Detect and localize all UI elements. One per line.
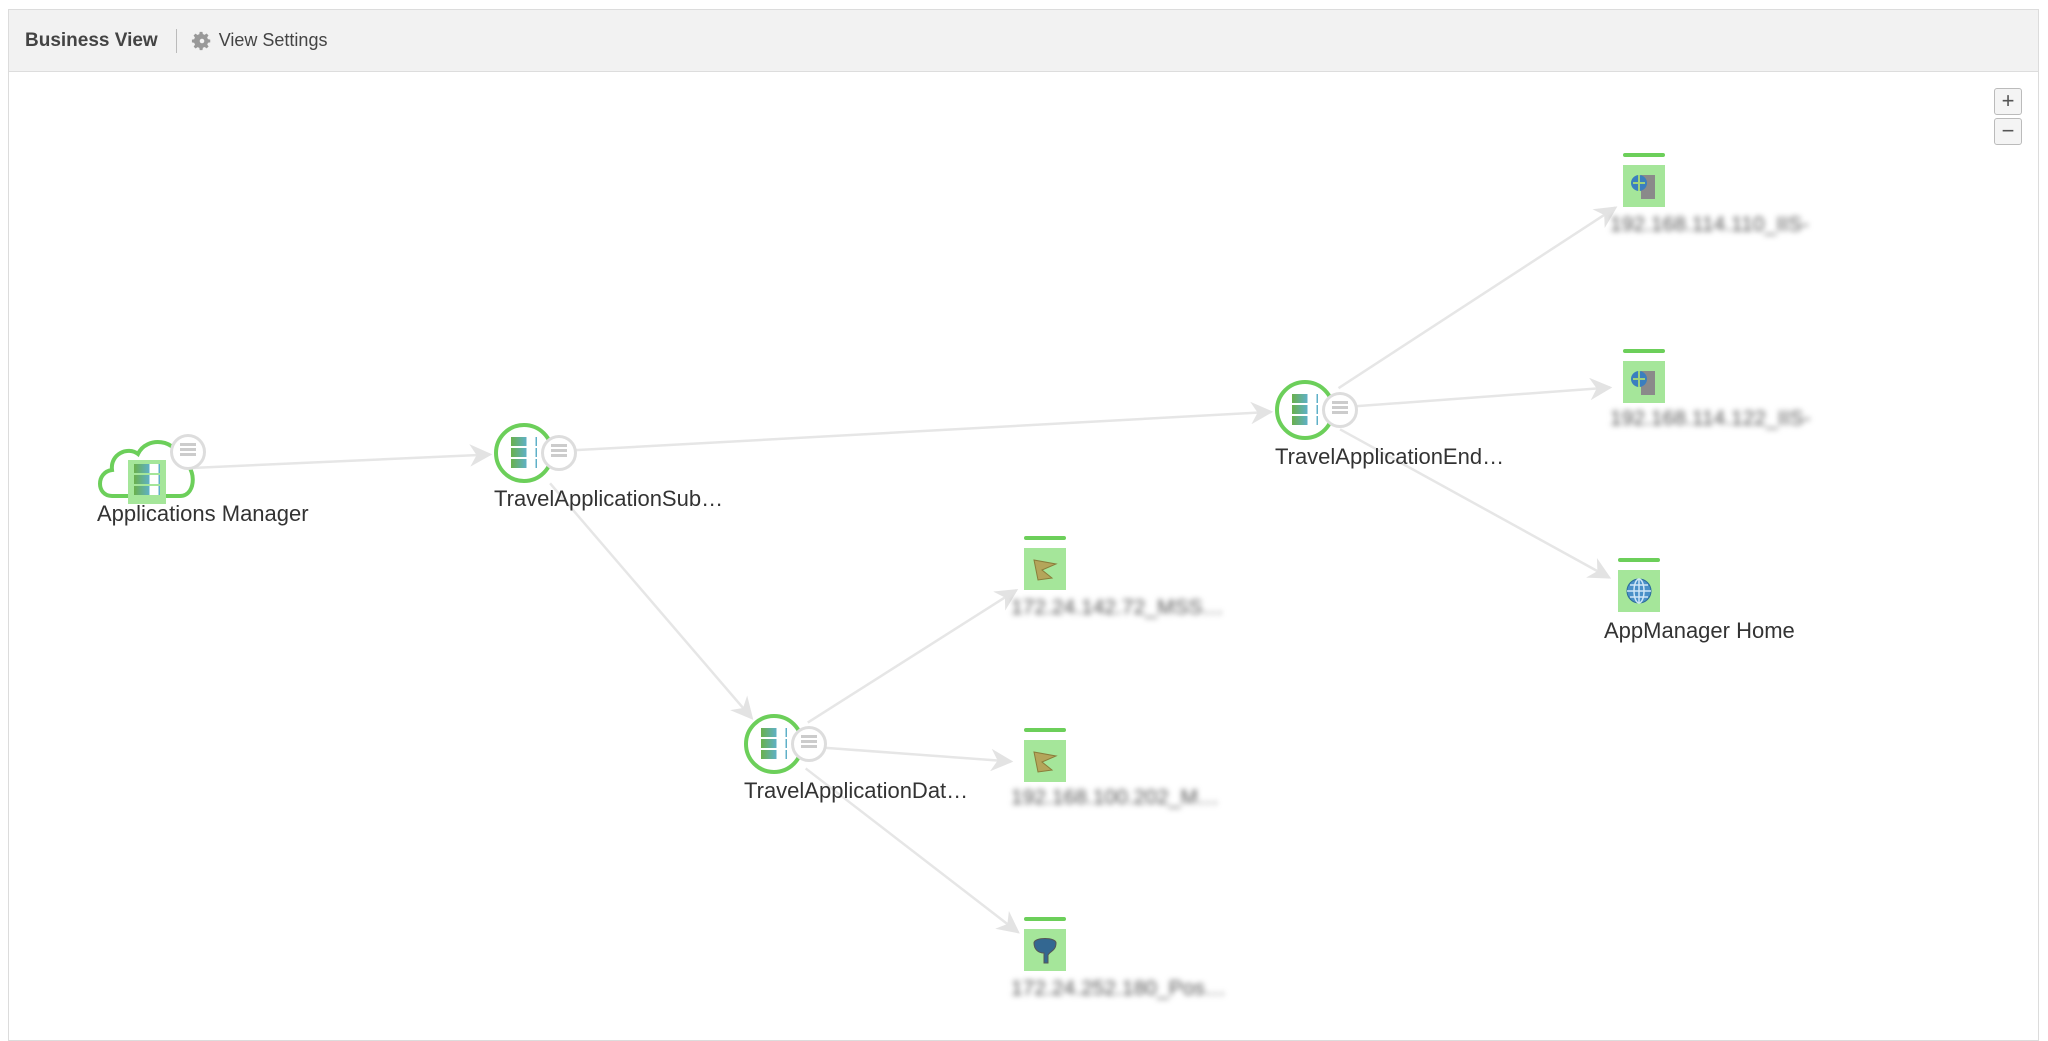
iis-server-icon <box>1631 371 1655 395</box>
status-bar <box>1623 153 1665 157</box>
zoom-out-button[interactable]: − <box>1994 118 2022 145</box>
globe-icon <box>1626 578 1652 604</box>
edge-end-iis2 <box>1344 377 1613 409</box>
edge-end-home <box>1339 428 1612 579</box>
server-stack-icon <box>511 437 537 469</box>
view-settings-label: View Settings <box>218 30 328 50</box>
status-bar <box>1618 558 1660 562</box>
node-label[interactable]: TravelApplicationSub… <box>494 486 724 511</box>
edge-dat-pos <box>804 767 1020 934</box>
page-title: Business View <box>25 29 158 51</box>
status-bar <box>1024 728 1066 732</box>
node-menu-button[interactable] <box>791 726 827 762</box>
edge-dat-mss1 <box>807 589 1019 724</box>
status-bar <box>1024 917 1066 921</box>
mssql-icon <box>1033 751 1058 773</box>
toolbar: Business View View Settings <box>9 10 2038 72</box>
business-view-panel: Business View View Settings + − <box>8 9 2039 1041</box>
edge-sub-dat <box>549 482 754 720</box>
node-menu-button[interactable] <box>541 435 577 471</box>
node-label[interactable]: 192.168.100.202_M… <box>1011 786 1219 809</box>
node-label[interactable]: Applications Manager <box>97 501 309 526</box>
node-label[interactable]: 172.24.142.72_MSS… <box>1011 596 1224 619</box>
status-bar <box>1024 536 1066 540</box>
node-label[interactable]: TravelApplicationDat… <box>744 778 969 803</box>
node-label[interactable]: AppManager Home <box>1604 618 1795 643</box>
mssql-icon <box>1033 559 1058 581</box>
node-label[interactable]: 192.168.114.110_IIS- <box>1610 213 1809 236</box>
gear-icon <box>191 31 210 50</box>
node-label[interactable]: 192.168.114.122_IIS- <box>1610 407 1811 430</box>
server-stack-icon <box>761 728 787 760</box>
node-menu-button[interactable] <box>1322 392 1358 428</box>
node-label[interactable]: 172.24.252.180_Pos… <box>1011 977 1226 1000</box>
edge-dat-mss2 <box>813 745 1014 772</box>
status-bar <box>1623 349 1665 353</box>
edge-am-sub <box>185 444 493 470</box>
postgres-icon <box>1033 938 1057 964</box>
server-stack-icon <box>1292 394 1318 426</box>
edge-sub-end <box>563 401 1274 453</box>
zoom-in-button[interactable]: + <box>1994 88 2022 115</box>
view-settings-button[interactable]: View Settings <box>191 30 328 52</box>
server-stack-icon <box>134 464 160 496</box>
iis-server-icon <box>1631 175 1655 199</box>
node-menu-button[interactable] <box>170 434 206 470</box>
edge-end-iis1 <box>1337 206 1618 390</box>
divider <box>175 28 177 53</box>
node-label[interactable]: TravelApplicationEnd… <box>1275 444 1505 469</box>
